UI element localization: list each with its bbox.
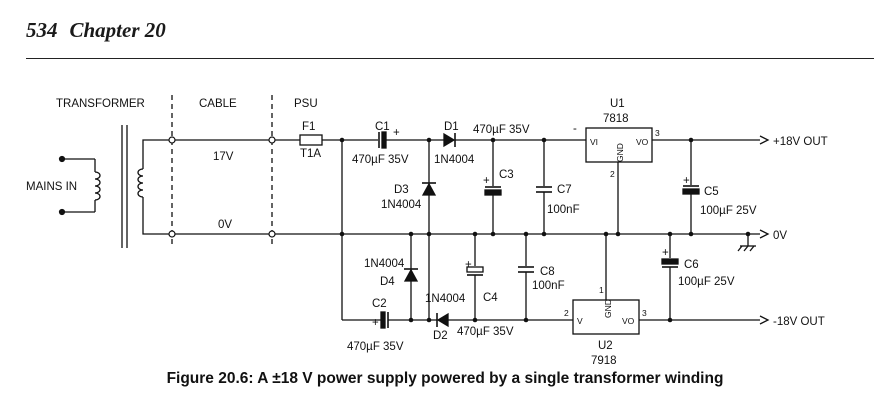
- svg-text:+: +: [683, 175, 690, 187]
- output-arrow-neg-icon: [759, 315, 770, 325]
- output-arrow-pos-icon: [759, 135, 770, 145]
- label-d1-part: 1N4004: [434, 154, 475, 166]
- label-c4-value: 470µF 35V: [457, 326, 514, 338]
- u2-pin-3: 3: [642, 308, 647, 318]
- label-c7: C7: [557, 184, 572, 196]
- transformer-core-icon: [121, 125, 128, 248]
- diode-d3-icon: [421, 182, 437, 196]
- capacitor-c6-icon: [661, 258, 679, 268]
- label-c1: C1: [375, 121, 390, 133]
- diode-d1-icon: [443, 132, 456, 148]
- capacitor-c5-icon: [682, 185, 700, 195]
- label-d1: D1: [444, 121, 459, 133]
- label-d4: D4: [380, 276, 395, 288]
- label-c4: C4: [483, 292, 498, 304]
- label-out-pos: +18V OUT: [773, 136, 828, 148]
- u2-pin-1: 1: [599, 285, 604, 295]
- u2-pin-2: 2: [564, 308, 569, 318]
- header-rule: [26, 58, 874, 59]
- label-c1-value: 470µF 35V: [352, 154, 409, 166]
- ground-icon: [737, 234, 756, 252]
- u1-pin-gnd: GND: [615, 143, 625, 162]
- secondary-wire: [142, 139, 172, 169]
- svg-text:+: +: [393, 127, 400, 139]
- capacitor-c1-icon: [378, 131, 387, 149]
- section-transformer: TRANSFORMER: [56, 98, 145, 110]
- label-c3: C3: [499, 169, 514, 181]
- label-c8-value: 100nF: [532, 280, 565, 292]
- u1-pin-2: 2: [610, 169, 615, 179]
- page-number: 534: [26, 18, 58, 42]
- figure-caption: Figure 20.6: A ±18 V power supply powere…: [166, 370, 724, 387]
- output-arrow-zero-icon: [759, 229, 770, 239]
- u2-pin-gnd: GND: [603, 299, 613, 318]
- regulator-u2: [572, 299, 640, 335]
- label-c8: C8: [540, 266, 555, 278]
- label-mains-in: MAINS IN: [26, 181, 77, 193]
- label-d2: D2: [433, 330, 448, 342]
- u1-pin-vi: VI: [590, 137, 598, 147]
- chapter-title: Chapter 20: [69, 18, 166, 42]
- u2-pin-vo: VO: [622, 316, 635, 326]
- label-d3: D3: [394, 184, 409, 196]
- label-17v: 17V: [213, 151, 234, 163]
- capacitor-c2-icon: [380, 311, 389, 329]
- svg-text:+: +: [465, 259, 472, 271]
- page-header: 534 Chapter 20: [26, 18, 166, 43]
- u1-pin-vo: VO: [636, 137, 649, 147]
- u1-pin-3: 3: [655, 128, 660, 138]
- label-f1-rating: T1A: [300, 148, 321, 160]
- label-c2: C2: [372, 298, 387, 310]
- fuse-f1-icon: [299, 134, 323, 146]
- label-u2-part: 7918: [591, 355, 617, 367]
- label-u1-part: 7818: [603, 113, 629, 125]
- label-u1: U1: [610, 98, 625, 110]
- label-0v-cable: 0V: [218, 219, 232, 231]
- diode-d2-icon: [436, 312, 449, 328]
- label-out-neg: -18V OUT: [773, 316, 825, 328]
- section-psu: PSU: [294, 98, 318, 110]
- u2-pin-v: V: [577, 316, 583, 326]
- diode-d4-icon: [403, 268, 419, 282]
- label-d3-part: 1N4004: [381, 199, 422, 211]
- secondary-wire-return: [142, 197, 172, 235]
- capacitor-c3-icon: [484, 186, 502, 196]
- regulator-u1: [585, 127, 653, 163]
- label-c7-value: 100nF: [547, 204, 580, 216]
- svg-text:+: +: [483, 175, 490, 187]
- label-c6-value: 100µF 25V: [678, 276, 735, 288]
- svg-text:+: +: [662, 247, 669, 259]
- label-c5-value: 100µF 25V: [700, 205, 757, 217]
- svg-text:+: +: [372, 317, 379, 329]
- label-cap-470: 470µF 35V: [473, 124, 530, 136]
- capacitor-c8-icon: [518, 266, 534, 273]
- secondary-winding-icon: [137, 168, 144, 198]
- label-out-zero: 0V: [773, 230, 787, 242]
- label-u2: U2: [598, 340, 613, 352]
- label-c5: C5: [704, 186, 719, 198]
- label-d2-part: 1N4004: [425, 293, 466, 305]
- capacitor-c7-icon: [536, 186, 552, 193]
- label-c6: C6: [684, 259, 699, 271]
- mains-input: [62, 158, 96, 213]
- label-d4-part: 1N4004: [364, 258, 405, 270]
- primary-winding-icon: [94, 171, 101, 201]
- svg-text:-: -: [573, 123, 577, 135]
- label-c2-value: 470µF 35V: [347, 341, 404, 353]
- section-cable: CABLE: [199, 98, 237, 110]
- label-f1: F1: [302, 121, 315, 133]
